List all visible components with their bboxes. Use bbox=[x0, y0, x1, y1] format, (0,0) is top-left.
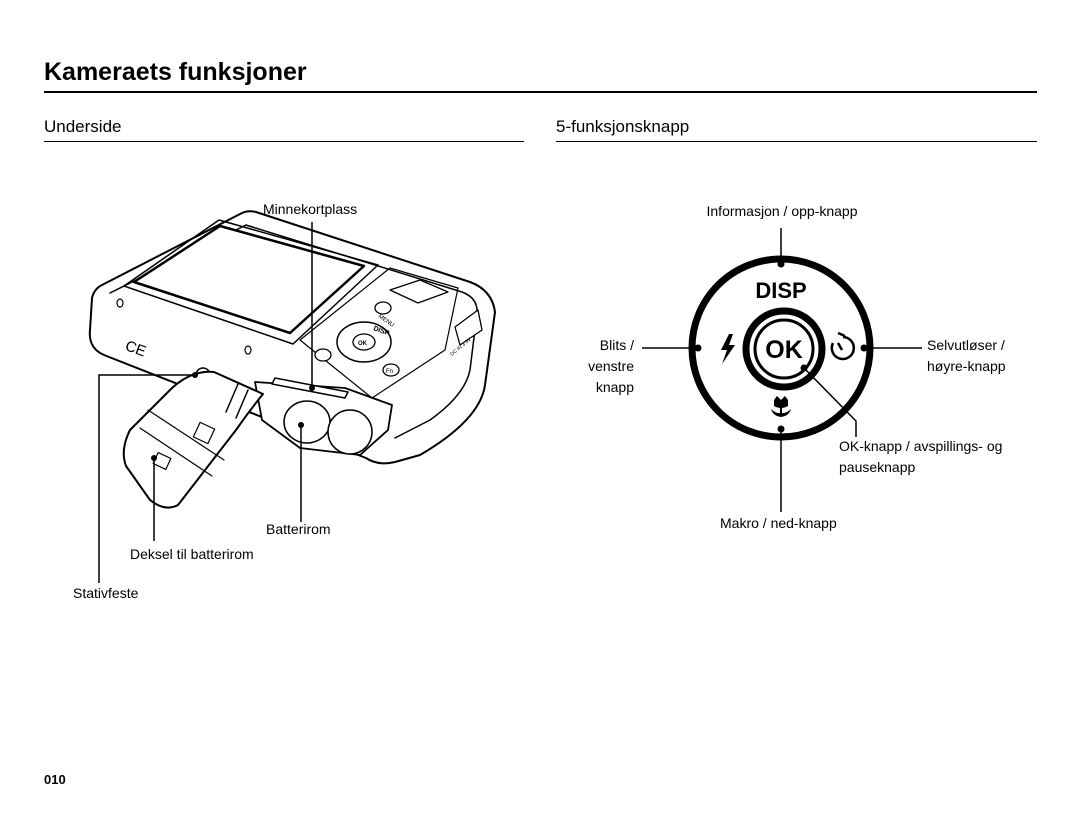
macro-icon bbox=[771, 396, 791, 417]
label-left-2: venstre bbox=[588, 358, 634, 374]
disp-button-text: DISP bbox=[755, 278, 806, 303]
self-timer-icon bbox=[830, 331, 856, 361]
camera-back-bevel bbox=[109, 224, 478, 439]
label-ok-1: OK-knapp / avspillings- og bbox=[839, 438, 1003, 454]
battery-cover-latch bbox=[192, 421, 216, 445]
camera-ok-button bbox=[352, 333, 376, 351]
camera-control-panel bbox=[299, 267, 459, 399]
label-battery-cover: Deksel til batterirom bbox=[130, 546, 254, 562]
leader-ok bbox=[803, 367, 857, 437]
label-ok-2: pauseknapp bbox=[839, 459, 916, 475]
label-down: Makro / ned-knapp bbox=[720, 515, 837, 531]
ok-button-outer bbox=[742, 307, 826, 391]
label-left-3: knapp bbox=[595, 379, 634, 395]
camera-fn-button bbox=[382, 363, 400, 377]
camera-play-button bbox=[314, 348, 332, 362]
camera-side-port bbox=[454, 309, 483, 346]
camera-fn-text: Fn bbox=[386, 369, 393, 375]
camera-menu-button bbox=[374, 301, 392, 315]
underside-rule bbox=[44, 141, 524, 142]
title-rule bbox=[44, 91, 1037, 93]
battery-cell-2 bbox=[327, 409, 373, 455]
five-way-heading: 5-funksjonsknapp bbox=[556, 117, 690, 136]
label-memory-card-slot: Minnekortplass bbox=[263, 201, 358, 217]
camera-ce-mark: CE bbox=[123, 337, 148, 360]
five-way-rule bbox=[556, 141, 1037, 142]
leader-tripod-mount bbox=[98, 374, 195, 583]
page-title: Kameraets funksjoner bbox=[44, 58, 307, 86]
label-right-2: høyre-knapp bbox=[927, 358, 1006, 374]
label-up: Informasjon / opp-knapp bbox=[706, 203, 858, 219]
flash-icon bbox=[721, 334, 735, 364]
camera-lcd-frame bbox=[123, 219, 379, 345]
label-right-1: Selvutløser / bbox=[927, 337, 1005, 353]
page-number: 010 bbox=[44, 772, 66, 787]
ok-button-inner bbox=[753, 318, 815, 380]
label-left-1: Blits / bbox=[599, 337, 634, 353]
label-battery-chamber: Batterirom bbox=[266, 521, 331, 537]
camera-mode-switch bbox=[389, 279, 449, 304]
ok-button-text: OK bbox=[765, 336, 803, 364]
label-tripod-mount: Stativfeste bbox=[73, 585, 139, 601]
camera-lcd bbox=[132, 224, 366, 335]
underside-heading: Underside bbox=[44, 117, 122, 136]
camera-ok-text: OK bbox=[358, 341, 368, 347]
